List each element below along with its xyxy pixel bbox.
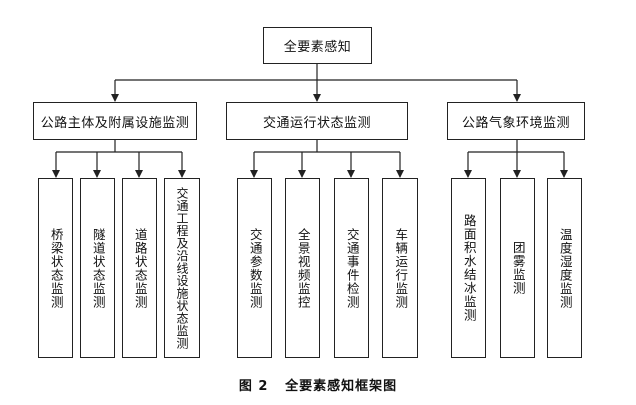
item-node: 交通事件检测	[334, 178, 369, 358]
category-label: 公路气象环境监测	[461, 115, 570, 131]
item-node: 道路状态监测	[122, 178, 157, 358]
figure-number: 图 2	[238, 379, 269, 394]
root-node: 全要素感知	[263, 27, 372, 64]
item-label: 桥梁状态监测	[48, 227, 64, 309]
figure-title: 全要素感知框架图	[285, 379, 398, 394]
category-label: 交通运行状态监测	[262, 115, 371, 131]
item-label: 路面积水结冰监测	[461, 214, 477, 322]
item-node: 路面积水结冰监测	[451, 178, 486, 358]
item-node: 交通参数监测	[237, 178, 272, 358]
root-label: 全要素感知	[283, 40, 352, 55]
item-label: 全景视频监控	[295, 227, 311, 309]
figure-caption: 图 2 全要素感知框架图	[0, 375, 636, 394]
item-label: 团雾监测	[510, 241, 526, 295]
category-node-highway-facilities: 公路主体及附属设施监测	[33, 102, 197, 140]
category-label: 公路主体及附属设施监测	[40, 115, 190, 131]
item-label: 道路状态监测	[132, 227, 148, 309]
category-node-traffic-operation: 交通运行状态监测	[226, 102, 408, 140]
item-node: 交通工程及沿线设施状态监测	[164, 178, 200, 358]
item-node: 车辆运行监测	[382, 178, 418, 358]
category-node-weather-environment: 公路气象环境监测	[447, 102, 585, 140]
item-node: 隧道状态监测	[80, 178, 115, 358]
item-node: 温度湿度监测	[547, 178, 582, 358]
item-label: 交通参数监测	[247, 227, 263, 309]
item-node: 团雾监测	[500, 178, 535, 358]
item-node: 全景视频监控	[285, 178, 320, 358]
item-label: 车辆运行监测	[393, 227, 409, 309]
item-node: 桥梁状态监测	[38, 178, 73, 358]
item-label: 交通事件检测	[344, 227, 360, 309]
item-label: 隧道状态监测	[90, 227, 106, 309]
item-label: 温度湿度监测	[557, 227, 573, 309]
item-label: 交通工程及沿线设施状态监测	[175, 186, 189, 350]
